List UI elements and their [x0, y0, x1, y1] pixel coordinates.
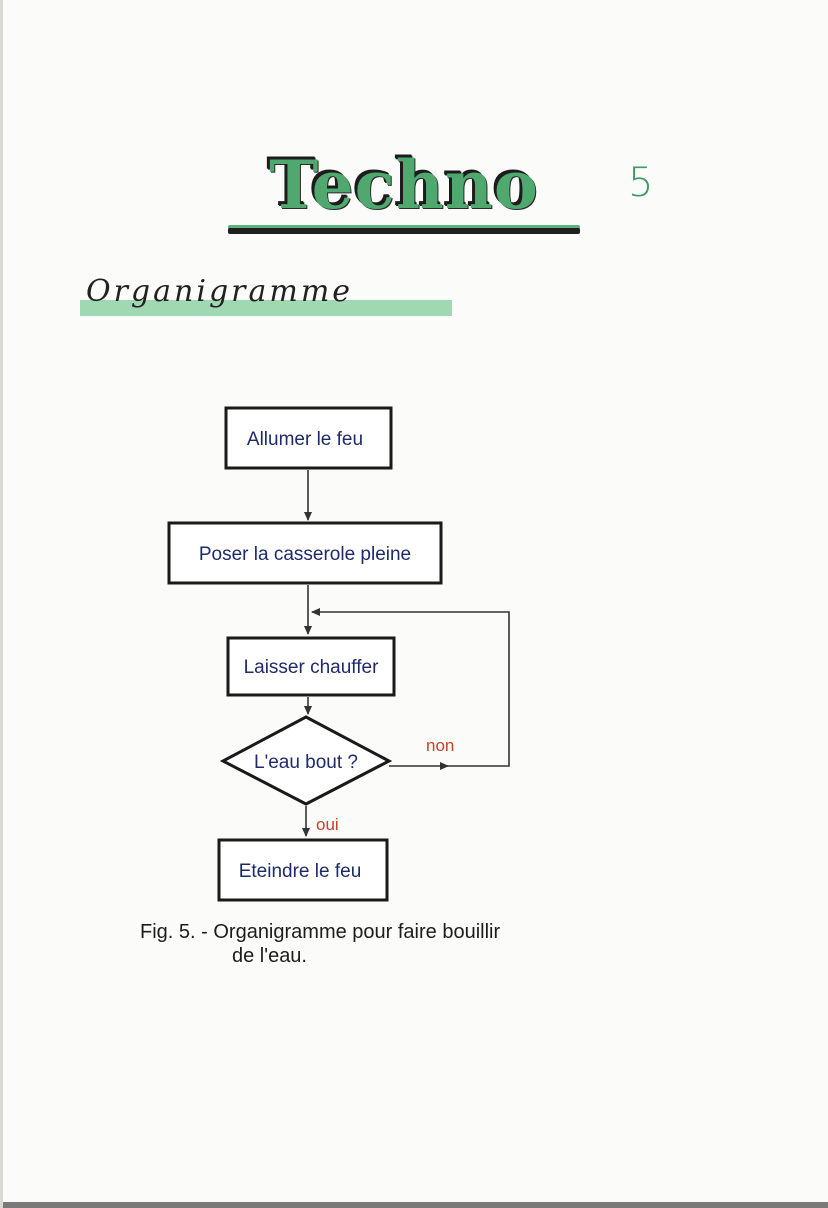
branch-label-non: non [426, 736, 454, 755]
step-label-allumer: Allumer le feu [247, 429, 363, 450]
branch-label-oui: oui [316, 815, 339, 834]
step-box-allumer [224, 406, 393, 470]
section-heading-text: Organigramme [86, 274, 354, 309]
decision-diamond [219, 715, 393, 806]
title-underline [228, 228, 580, 234]
heading-highlight [80, 300, 452, 316]
page-number: 5 [628, 160, 654, 206]
step-label-chauffer: Laisser chauffer [244, 657, 380, 678]
page-title-text: Techno [269, 146, 539, 224]
page-title: Techno [228, 140, 580, 240]
step-box-poser [167, 521, 443, 585]
loop-back-line [311, 608, 510, 767]
caption-line-2: de l'eau. [232, 945, 307, 967]
section-heading: Organigramme [80, 274, 452, 322]
step-label-poser: Poser la casserole pleine [199, 544, 411, 565]
decision-label: L'eau bout ? [254, 752, 358, 773]
step-box-eteindre [217, 838, 389, 902]
step-box-chauffer [226, 636, 396, 697]
step-label-eteindre: Eteindre le feu [239, 861, 362, 882]
caption-line-1: Fig. 5. - Organigramme pour faire bouill… [140, 921, 501, 943]
figure-caption: Fig. 5. - Organigramme pour faire bouill… [140, 920, 560, 968]
